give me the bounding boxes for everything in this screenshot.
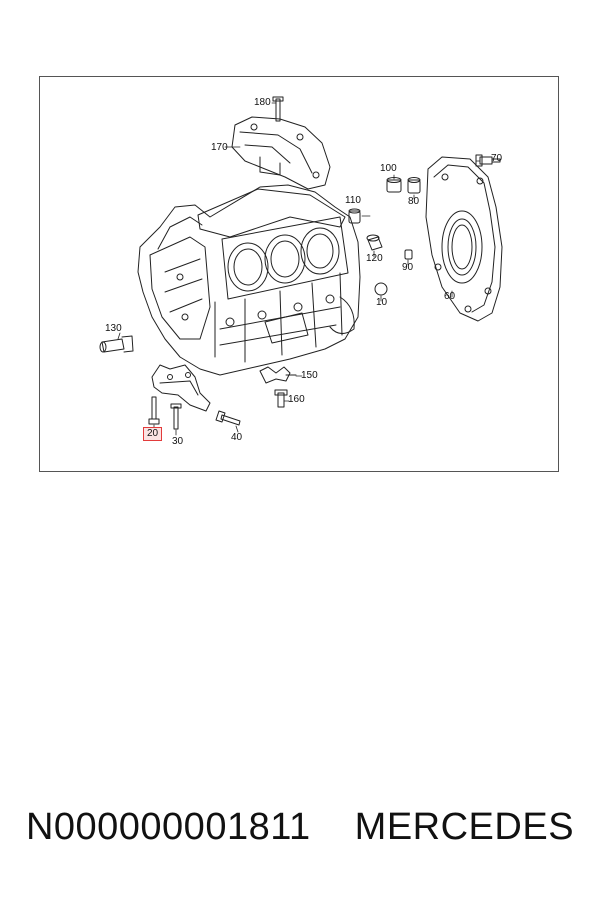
part-40-bolt — [215, 410, 241, 426]
parts-diagram-frame: 180 170 100 70 80 110 120 90 10 60 130 1… — [39, 76, 559, 472]
part-160-bolt — [274, 389, 288, 408]
part-110-dowel — [348, 208, 361, 224]
callout-120[interactable]: 120 — [366, 253, 383, 264]
part-info-footer: N000000001811 MERCEDES — [0, 806, 600, 849]
callout-60[interactable]: 60 — [444, 291, 456, 302]
callout-180[interactable]: 180 — [254, 97, 271, 108]
part-70-bolt — [475, 154, 501, 167]
part-130-sleeve — [99, 335, 134, 353]
part-170-bracket — [231, 116, 331, 190]
leader-lines — [117, 102, 481, 436]
callout-90[interactable]: 90 — [402, 262, 414, 273]
callout-40[interactable]: 40 — [231, 432, 243, 443]
part-number: N000000001811 — [25, 806, 311, 848]
part-100-sleeve — [386, 177, 402, 193]
callout-100[interactable]: 100 — [380, 163, 397, 174]
part-180-bolt — [272, 96, 284, 122]
brand-name: MERCEDES — [354, 806, 575, 848]
engine-block-illustration — [137, 184, 361, 376]
engine-block-drawing — [99, 96, 503, 436]
part-120-plug — [366, 234, 383, 251]
part-20-bolt — [148, 396, 160, 425]
callout-170[interactable]: 170 — [211, 142, 228, 153]
part-90-pin — [404, 249, 413, 260]
part-60-rear-cover — [425, 156, 503, 322]
part-10-plug — [374, 282, 388, 296]
callout-80[interactable]: 80 — [408, 196, 420, 207]
callout-110[interactable]: 110 — [345, 195, 361, 206]
callout-70[interactable]: 70 — [491, 153, 503, 164]
callout-20-highlighted[interactable]: 20 — [143, 427, 163, 441]
callout-130[interactable]: 130 — [105, 323, 122, 334]
callout-10[interactable]: 10 — [376, 297, 388, 308]
lower-support-bracket — [151, 364, 211, 412]
part-150-sensor — [259, 366, 297, 384]
callout-150[interactable]: 150 — [301, 370, 318, 381]
part-80-sleeve — [407, 177, 421, 194]
callout-160[interactable]: 160 — [288, 394, 305, 405]
part-30-bolt — [170, 403, 182, 430]
callout-30[interactable]: 30 — [172, 436, 184, 447]
